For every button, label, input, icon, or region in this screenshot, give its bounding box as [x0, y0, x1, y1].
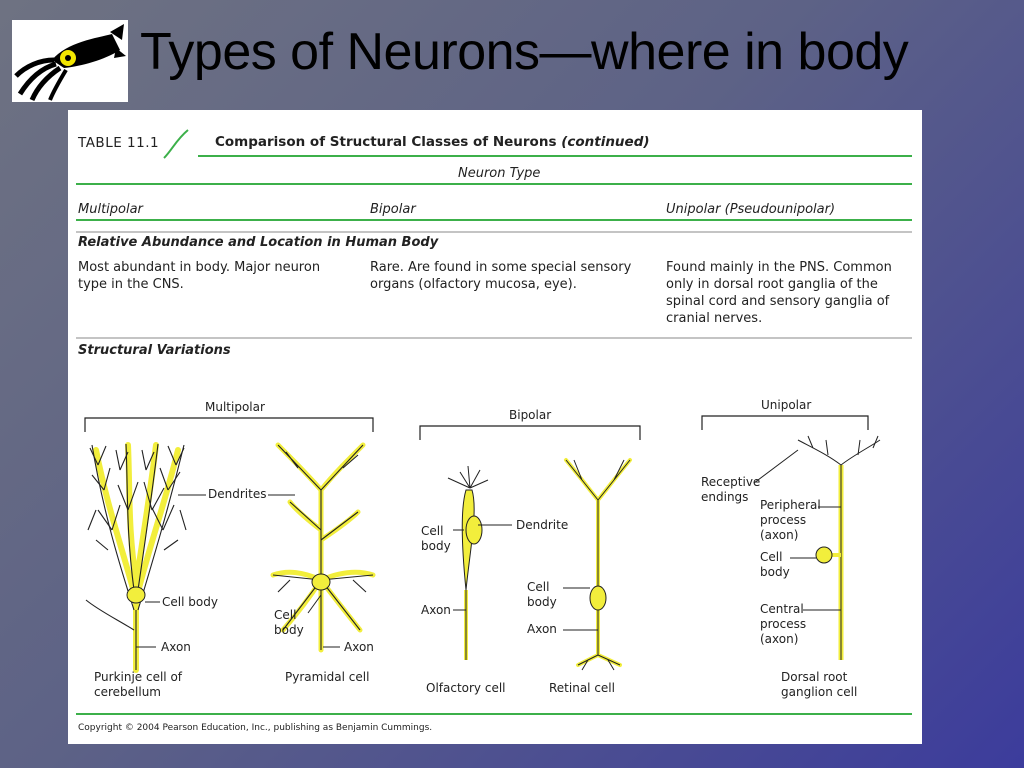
- logo: [12, 20, 128, 102]
- retinal-cell-drawing: [564, 458, 632, 671]
- label-dendrites: Dendrites: [208, 487, 267, 501]
- caption-retinal: Retinal cell: [549, 681, 615, 695]
- caption-pyramidal: Pyramidal cell: [285, 670, 370, 684]
- table-label: TABLE 11.1: [78, 135, 160, 151]
- label-axon-pyramidal: Axon: [344, 640, 374, 654]
- table-title: Comparison of Structural Classes of Neur…: [215, 134, 650, 150]
- squid-logo-icon: [14, 24, 126, 102]
- purkinje-cell-drawing: [85, 442, 187, 673]
- table-figure: [76, 129, 912, 715]
- copyright: Copyright © 2004 Pearson Education, Inc.…: [78, 723, 433, 733]
- column-bipolar: Bipolar: [370, 202, 416, 217]
- dorsal-root-ganglion-drawing: [797, 435, 881, 660]
- label-axon-purkinje: Axon: [161, 640, 191, 654]
- section-abundance: Relative Abundance and Location in Human…: [78, 235, 439, 250]
- column-multipolar: Multipolar: [78, 202, 143, 217]
- table-panel: TABLE 11.1 Comparison of Structural Clas…: [68, 110, 922, 744]
- group-label-bipolar: Bipolar: [509, 408, 552, 422]
- slide-title: Types of Neurons—where in body: [140, 23, 909, 81]
- caption-olfactory: Olfactory cell: [426, 681, 506, 695]
- label-cell-body-purkinje: Cell body: [162, 595, 218, 609]
- section-structural: Structural Variations: [78, 343, 231, 358]
- neuron-type-header: Neuron Type: [458, 166, 541, 181]
- label-axon-olfactory: Axon: [421, 603, 451, 617]
- abundance-unipolar: Found mainly in the PNS. Common only in …: [666, 260, 892, 326]
- abundance-bipolar: Rare. Are found in some special sensory …: [370, 260, 632, 292]
- group-label-multipolar: Multipolar: [205, 400, 265, 414]
- label-dendrite: Dendrite: [516, 518, 569, 532]
- label-axon-retinal: Axon: [527, 622, 557, 636]
- column-unipolar: Unipolar (Pseudounipolar): [666, 202, 836, 217]
- group-label-unipolar: Unipolar: [761, 398, 812, 412]
- abundance-multipolar: Most abundant in body. Major neuron type…: [78, 260, 321, 292]
- olfactory-cell-drawing: [447, 465, 489, 660]
- pyramidal-cell-drawing: [270, 442, 376, 653]
